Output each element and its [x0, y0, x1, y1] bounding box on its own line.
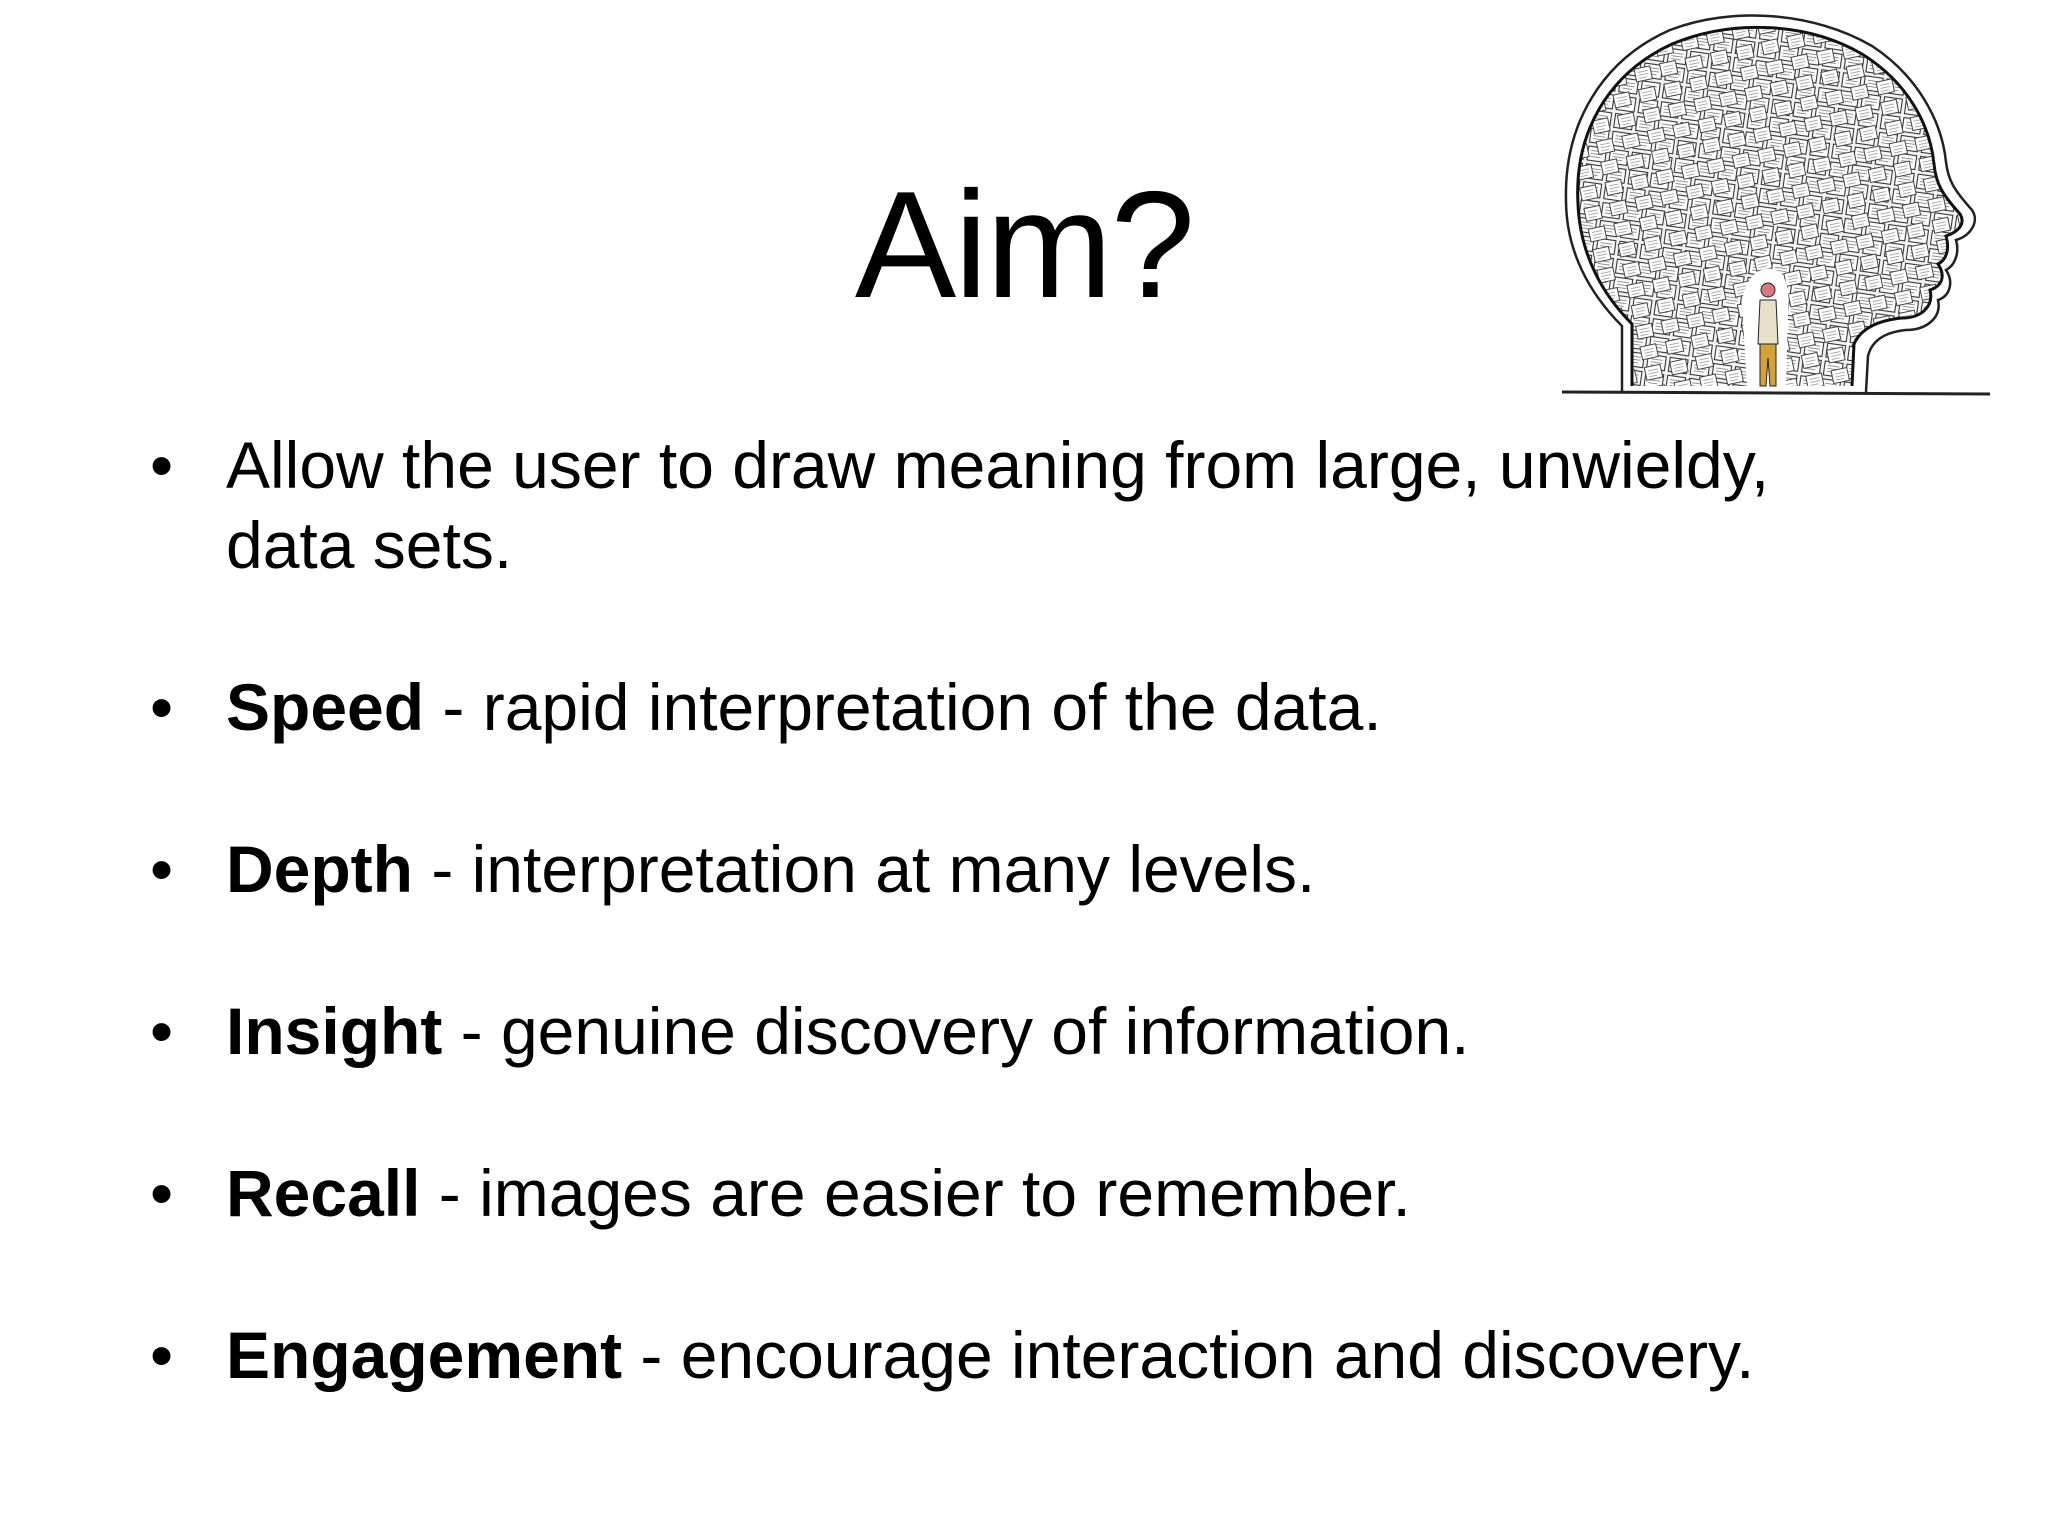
list-item: • Depth - interpretation at many levels.	[150, 829, 1910, 909]
bullet-text: - encourage interaction and discovery.	[622, 1318, 1755, 1392]
bullet-term: Speed	[226, 670, 425, 744]
bullet-text: - genuine discovery of information.	[442, 994, 1470, 1068]
bullet-text: - interpretation at many levels.	[412, 832, 1316, 906]
bullet-text: Allow the user to draw meaning from larg…	[226, 428, 1770, 582]
bullet-text: - images are easier to remember.	[420, 1156, 1411, 1230]
person-figure	[1757, 282, 1779, 387]
bullet-term: Recall	[226, 1156, 421, 1230]
list-item: • Speed - rapid interpretation of the da…	[150, 667, 1910, 747]
bullet-icon: •	[150, 994, 174, 1068]
bullet-icon: •	[150, 1318, 174, 1392]
bullet-term: Insight	[226, 994, 443, 1068]
bullet-term: Depth	[226, 832, 413, 906]
list-item: • Engagement - encourage interaction and…	[150, 1315, 1910, 1395]
list-item: • Insight - genuine discovery of informa…	[150, 991, 1910, 1071]
list-item: • Allow the user to draw meaning from la…	[150, 425, 1910, 585]
bullet-icon: •	[150, 670, 174, 744]
bullet-icon: •	[150, 832, 174, 906]
bullet-term: Engagement	[226, 1318, 623, 1392]
bullet-icon: •	[150, 428, 174, 502]
bullet-list: • Allow the user to draw meaning from la…	[150, 425, 1910, 1395]
bullet-icon: •	[150, 1156, 174, 1230]
list-item: • Recall - images are easier to remember…	[150, 1153, 1910, 1233]
head-full-of-papers-icon	[1562, 14, 1990, 396]
bullet-text: - rapid interpretation of the data.	[424, 670, 1382, 744]
slide-title: Aim?	[854, 160, 1195, 330]
